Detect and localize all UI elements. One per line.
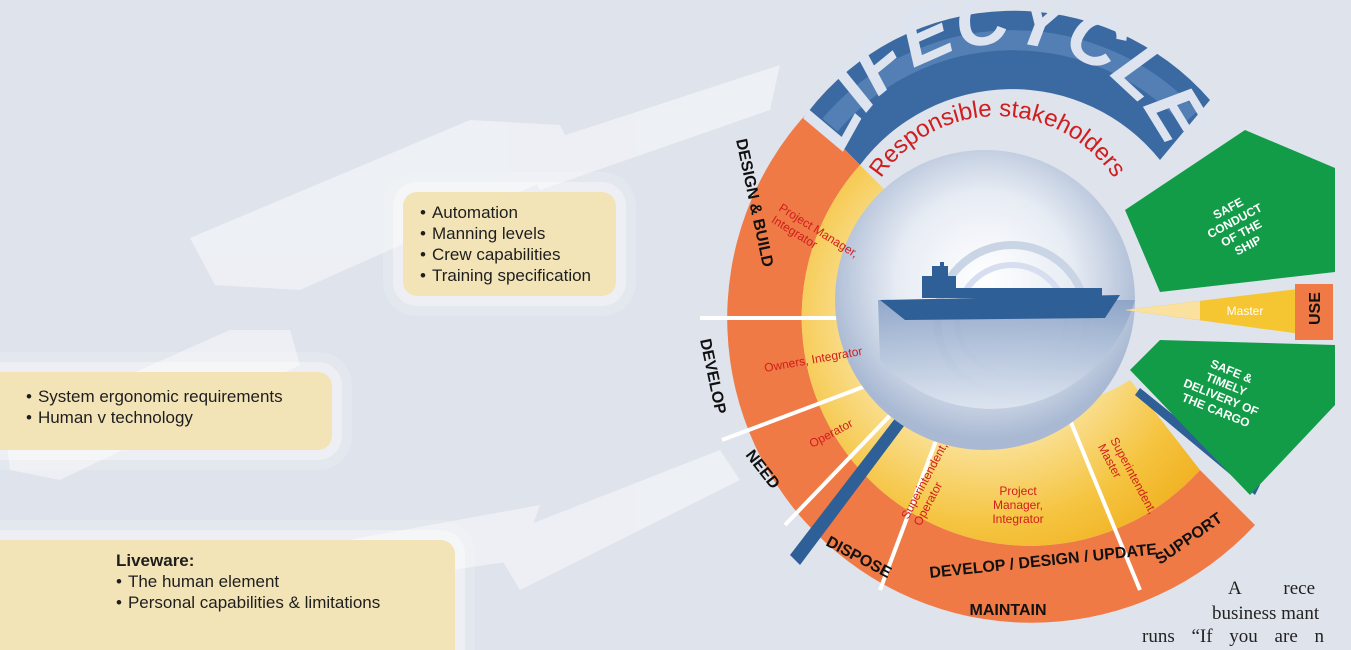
ship-icon	[880, 262, 1120, 320]
outcome-conduct-text: SAFECONDUCTOF THESHIP	[1198, 188, 1278, 266]
article-line-3: runs “If you are n	[1142, 626, 1325, 647]
liveware-heading: Liveware:	[116, 551, 195, 570]
stage-develop-label: DEVELOP	[696, 337, 729, 416]
outcome-delivery	[1130, 340, 1335, 495]
lifecycle-infographic: Automation Manning levels Crew capabilit…	[0, 0, 1351, 630]
lifecycle-band	[808, 10, 1210, 166]
list-item: Manning levels	[420, 223, 616, 244]
sea	[878, 300, 1135, 409]
article-line-2: business mant	[1212, 603, 1320, 624]
use-wedge	[1125, 285, 1330, 338]
automation-box: Automation Manning levels Crew capabilit…	[403, 192, 616, 296]
stakeholder-use: Master	[1227, 304, 1264, 318]
list-item: Crew capabilities	[420, 244, 616, 265]
use-tab	[1295, 284, 1333, 340]
dispose-strip	[790, 412, 910, 565]
inner-ring	[801, 165, 1200, 546]
list-item: Training specification	[420, 265, 616, 286]
list-item: Automation	[420, 202, 616, 223]
outcome-conduct	[1125, 130, 1335, 292]
article-line-1: A rece	[1228, 578, 1316, 599]
list-item: Human v technology	[26, 407, 332, 428]
stage-maintain-label: MAINTAIN	[969, 602, 1046, 619]
list-item: The human element	[116, 571, 455, 592]
list-item: System ergonomic requirements	[26, 386, 332, 407]
list-item: Personal capabilities & limitations	[116, 592, 455, 613]
lifecycle-wheel: LIFECYCLE Responsible stakeholders DESIG…	[696, 10, 1335, 623]
ergonomic-box: System ergonomic requirements Human v te…	[0, 372, 332, 450]
stage-use-label: USE	[1307, 292, 1324, 325]
outer-ring	[727, 112, 1255, 623]
